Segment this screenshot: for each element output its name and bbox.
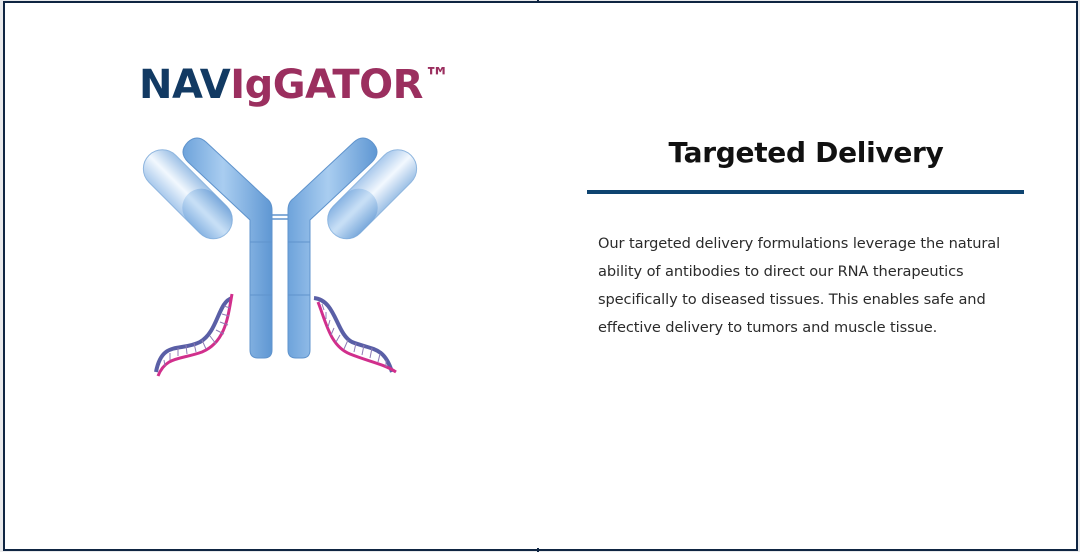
description-line: effective delivery to tumors and muscle … (598, 319, 938, 336)
frame-bottom-tick (537, 548, 539, 552)
navigator-logo: NAVIgGATOR™ (139, 52, 450, 111)
content-card (3, 1, 1078, 551)
antibody-illustration (140, 120, 420, 390)
panel-title: Targeted Delivery (668, 136, 944, 169)
antibody-rna-icon (142, 137, 418, 377)
description-line: Our targeted delivery formulations lever… (598, 235, 1001, 252)
description-line: ability of antibodies to direct our RNA … (598, 263, 964, 280)
logo-iggator-text: IgGATOR (230, 62, 423, 108)
title-divider (587, 190, 1024, 194)
logo-nav-text: NAV (139, 62, 231, 108)
panel-description: Our targeted delivery formulations lever… (598, 230, 1028, 342)
trademark-symbol: ™ (423, 63, 450, 93)
description-line: specifically to diseased tissues. This e… (598, 291, 986, 308)
